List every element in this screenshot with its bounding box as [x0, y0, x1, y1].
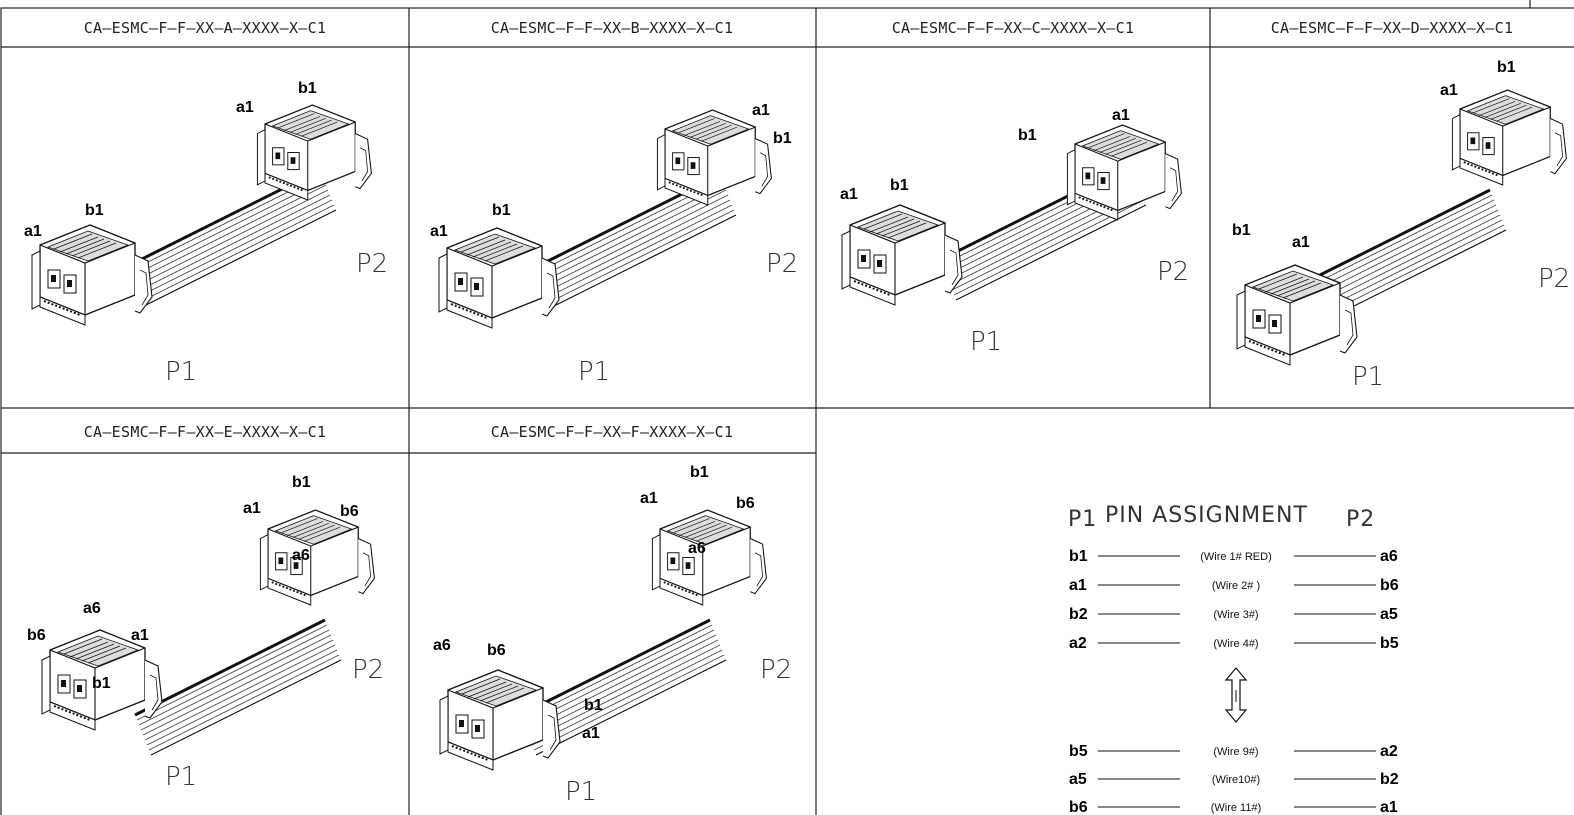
pin-label: a1 — [236, 99, 254, 116]
p1-label: P1 — [165, 357, 197, 387]
pin-row: a1 (Wire 2# ) b6 — [1069, 577, 1399, 594]
pin-label: b1 — [92, 675, 111, 692]
wire-label: (Wire 9#) — [1213, 746, 1258, 758]
pin-row-right: a2 — [1380, 743, 1398, 760]
pin-label: a1 — [840, 186, 858, 203]
wire-label: (Wire 4#) — [1213, 638, 1258, 650]
panel-e-diagram: b1 a1 b6 a6 a6 b6 a1 b1 P1 P2 — [27, 474, 384, 792]
pin-label: a1 — [24, 223, 42, 240]
panel-f-diagram: b1 a1 b6 a6 a6 b6 b1 a1 P1 P2 — [433, 464, 792, 807]
pin-label: a6 — [433, 637, 451, 654]
pin-row: b1 (Wire 1# RED) a6 — [1069, 548, 1398, 565]
pin-assignment-table: P1 PIN ASSIGNMENT P2 b1 (Wire 1# RED) a6 a1… — [1068, 503, 1399, 815]
pin-row: b6 (Wire 11#) a1 — [1069, 799, 1398, 815]
pin-row-left: b1 — [1069, 548, 1088, 565]
pin-label: b1 — [292, 474, 311, 491]
pin-label: b6 — [340, 503, 359, 520]
p2-label: P2 — [766, 249, 798, 279]
pin-row-right: b6 — [1380, 577, 1399, 594]
pin-label: b6 — [487, 642, 506, 659]
pin-row: b2 (Wire 3#) a5 — [1069, 606, 1398, 623]
p2-label: P2 — [1157, 257, 1189, 287]
p1-label: P1 — [1352, 362, 1384, 392]
p2-label: P2 — [1538, 264, 1570, 294]
pin-row: a5 (Wire10#) b2 — [1069, 771, 1399, 788]
pin-label: a6 — [83, 600, 101, 617]
pin-label: b6 — [736, 495, 755, 512]
pin-label: a1 — [752, 102, 770, 119]
pin-row-left: a2 — [1069, 635, 1087, 652]
panel-c-diagram: a1 b1 a1 b1 P1 P2 — [840, 107, 1189, 357]
wire-label: (Wire 3#) — [1213, 609, 1258, 621]
panel-b-diagram: a1 b1 b1 a1 P1 P2 — [430, 102, 798, 387]
pin-label: a1 — [430, 223, 448, 240]
pin-label: a1 — [1292, 234, 1310, 251]
pin-row-left: b5 — [1069, 743, 1088, 760]
panel-d-header: CA–ESMC–F–F–XX–D–XXXX–X–C1 — [1271, 19, 1514, 37]
pin-label: a1 — [131, 627, 149, 644]
pin-label: a1 — [582, 725, 600, 742]
pin-label: a6 — [292, 547, 310, 564]
pin-label: b1 — [1232, 222, 1251, 239]
p1-label: P1 — [970, 327, 1002, 357]
pin-label: b1 — [584, 697, 603, 714]
pin-label: b1 — [298, 80, 317, 97]
pin-row: a2 (Wire 4#) b5 — [1069, 635, 1399, 652]
pin-row-right: b2 — [1380, 771, 1399, 788]
pin-row-right: a5 — [1380, 606, 1398, 623]
pin-label: b1 — [890, 177, 909, 194]
pin-label: a6 — [688, 540, 706, 557]
pin-row-right: a6 — [1380, 548, 1398, 565]
pin-label: a1 — [1440, 82, 1458, 99]
wire-label: (Wire 1# RED) — [1200, 551, 1272, 563]
p1-label: P1 — [565, 777, 597, 807]
pin-assignment-p2: P2 — [1346, 507, 1375, 532]
pin-assignment-p1: P1 — [1068, 507, 1097, 532]
panel-c-header: CA–ESMC–F–F–XX–C–XXXX–X–C1 — [892, 19, 1135, 37]
pin-assignment-title: PIN ASSIGNMENT — [1105, 503, 1308, 528]
panel-b-header: CA–ESMC–F–F–XX–B–XXXX–X–C1 — [491, 19, 734, 37]
panel-a-header: CA–ESMC–F–F–XX–A–XXXX–X–C1 — [84, 19, 327, 37]
p2-label: P2 — [356, 249, 388, 279]
p2-label: P2 — [760, 655, 792, 685]
pin-label: b1 — [1018, 127, 1037, 144]
wire-label: (Wire 11#) — [1211, 802, 1262, 814]
p1-label: P1 — [578, 357, 610, 387]
pin-row-left: b2 — [1069, 606, 1088, 623]
pin-label: b1 — [1497, 59, 1516, 76]
pin-label: a1 — [1112, 107, 1130, 124]
wire-label: (Wire10#) — [1212, 774, 1260, 786]
panel-d-diagram: b1 a1 b1 a1 P1 P2 — [1232, 59, 1570, 392]
pin-label: b1 — [492, 202, 511, 219]
panel-f-header: CA–ESMC–F–F–XX–F–XXXX–X–C1 — [491, 423, 734, 441]
pin-label: a1 — [640, 490, 658, 507]
wire-label: (Wire 2# ) — [1212, 580, 1260, 592]
pin-label: a1 — [243, 500, 261, 517]
panel-e-header: CA–ESMC–F–F–XX–E–XXXX–X–C1 — [84, 423, 327, 441]
p1-label: P1 — [165, 762, 197, 792]
pin-label: b6 — [27, 627, 46, 644]
pin-label: b1 — [85, 202, 104, 219]
pin-label: b1 — [690, 464, 709, 481]
p2-label: P2 — [352, 655, 384, 685]
pin-row-left: b6 — [1069, 799, 1088, 815]
pin-row-right: a1 — [1380, 799, 1398, 815]
pin-row: b5 (Wire 9#) a2 — [1069, 743, 1398, 760]
pin-row-right: b5 — [1380, 635, 1399, 652]
pin-row-left: a5 — [1069, 771, 1087, 788]
panel-a-diagram: b1 a1 b1 a1 P1 P2 — [24, 80, 388, 387]
pin-row-left: a1 — [1069, 577, 1087, 594]
pin-label: b1 — [773, 130, 792, 147]
